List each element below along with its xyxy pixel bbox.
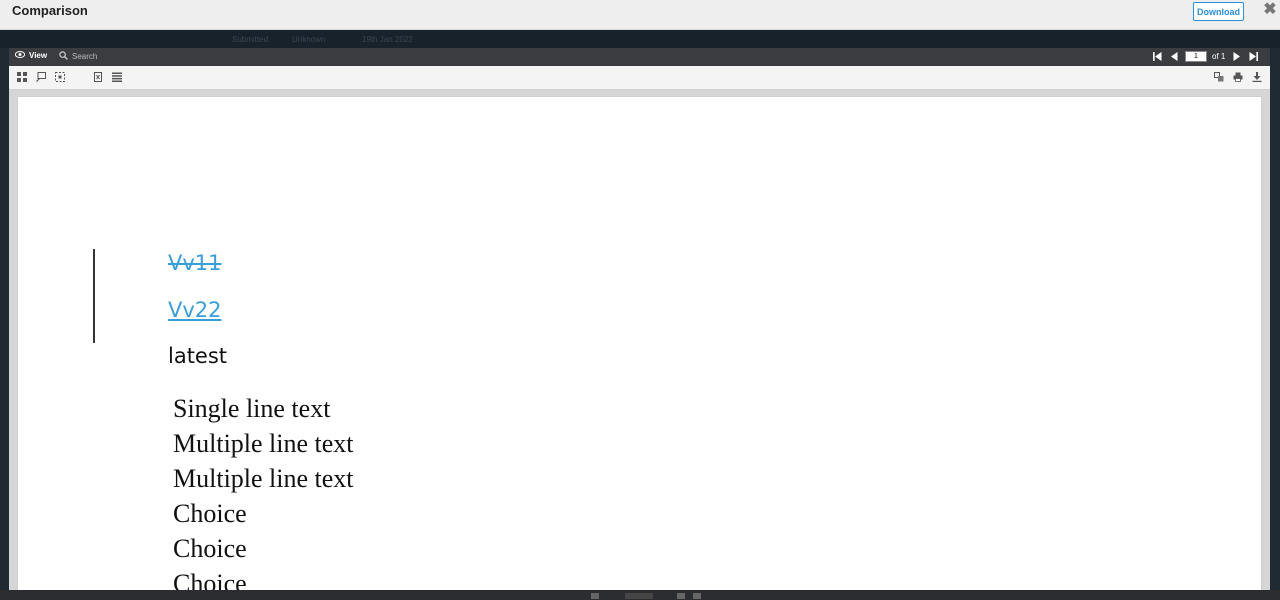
deleted-revision-text: Vv11 xyxy=(168,251,222,275)
close-icon[interactable]: ✖ xyxy=(1263,1,1277,18)
zoom-level-box[interactable] xyxy=(625,593,653,599)
viewer-top-toolbar: View of 1 xyxy=(9,48,1270,66)
page-navigation: of 1 xyxy=(1151,50,1259,63)
fit-page-icon[interactable] xyxy=(93,72,103,82)
annotate-icon[interactable] xyxy=(36,72,46,82)
document-page: Vv11 Vv22 latest Single line text Multip… xyxy=(17,96,1262,596)
search-input[interactable] xyxy=(72,52,152,61)
modal-header: Comparison Download ✖ xyxy=(0,0,1280,30)
select-area-icon[interactable] xyxy=(55,72,65,82)
save-icon[interactable] xyxy=(1252,72,1262,82)
page-number-input[interactable] xyxy=(1185,51,1207,62)
view-label: View xyxy=(29,51,48,60)
thumbnails-icon[interactable] xyxy=(17,72,27,82)
eye-icon xyxy=(14,51,26,60)
fullscreen-icon[interactable] xyxy=(693,593,701,599)
bottom-toolbar xyxy=(0,590,1280,600)
field-line: Choice xyxy=(173,499,247,528)
document-canvas: Vv11 Vv22 latest Single line text Multip… xyxy=(9,90,1270,596)
first-page-icon[interactable] xyxy=(1151,50,1163,63)
background-status: Submitted xyxy=(232,35,269,44)
outline-icon[interactable] xyxy=(112,72,122,82)
field-line: Single line text xyxy=(173,394,331,423)
print-icon[interactable] xyxy=(1233,72,1243,82)
document-viewer: View of 1 xyxy=(9,48,1270,600)
inserted-revision-text: Vv22 xyxy=(168,298,222,322)
background-date: 19th Jan 2022 xyxy=(362,35,413,44)
previous-page-icon[interactable] xyxy=(1168,50,1180,63)
background-app-strip: Submitted Unknown 19th Jan 2022 xyxy=(0,30,1280,48)
next-page-icon[interactable] xyxy=(1230,50,1242,63)
search-icon xyxy=(59,51,68,62)
background-owner: Unknown xyxy=(292,35,326,44)
night-mode-icon[interactable] xyxy=(74,72,84,82)
latest-text: latest xyxy=(168,344,228,368)
download-button[interactable]: Download xyxy=(1193,2,1244,21)
modal-title: Comparison xyxy=(12,3,88,18)
viewer-tool-bar xyxy=(9,66,1270,90)
field-list: Single line text Multiple line text Mult… xyxy=(173,391,354,595)
compare-icon[interactable] xyxy=(1214,72,1224,82)
last-page-icon[interactable] xyxy=(1247,50,1259,63)
search-box xyxy=(59,51,152,62)
fit-width-icon[interactable] xyxy=(677,593,685,599)
view-menu[interactable]: View xyxy=(14,51,48,60)
change-indicator-bar xyxy=(93,249,95,343)
field-line: Choice xyxy=(173,534,247,563)
field-line: Multiple line text xyxy=(173,464,354,493)
field-line: Multiple line text xyxy=(173,429,354,458)
page-count: of 1 xyxy=(1212,52,1226,61)
zoom-out-icon[interactable] xyxy=(591,593,599,599)
